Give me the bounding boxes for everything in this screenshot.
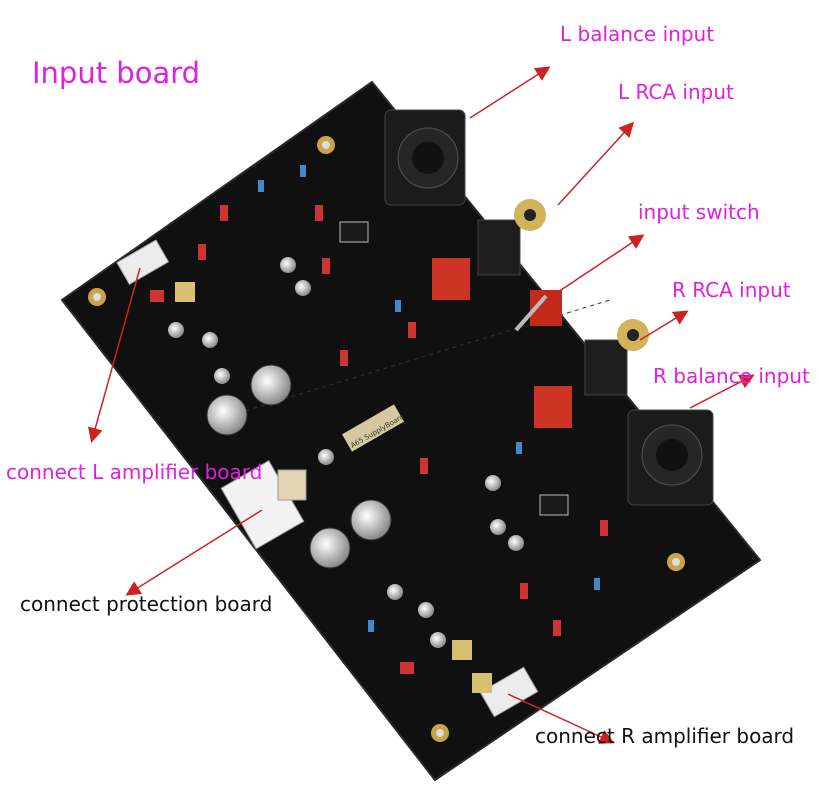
label-r-balance-input: R balance input <box>653 364 810 388</box>
capacitors <box>168 257 524 648</box>
arrow-r-rca <box>639 310 689 341</box>
header-connectors <box>116 239 539 718</box>
arrow-connect-protection <box>125 509 263 596</box>
arrow-l-balance <box>469 66 551 119</box>
label-connect-r-amplifier: connect R amplifier board <box>535 724 795 748</box>
relays <box>432 258 572 428</box>
label-input-switch: input switch <box>638 200 760 224</box>
arrow-connect-l <box>88 267 141 443</box>
page-title: Input board <box>32 56 201 90</box>
label-connect-protection: connect protection board <box>20 592 273 616</box>
annotation-arrows <box>88 66 755 744</box>
label-l-rca-input: L RCA input <box>618 80 734 104</box>
arrow-connect-r <box>507 693 615 744</box>
rca-jack-left <box>477 199 546 276</box>
label-connect-l-amplifier: connect L amplifier board <box>6 460 263 484</box>
input-switch-toggle <box>514 290 562 332</box>
arrow-r-balance <box>689 374 755 409</box>
small-components <box>150 165 608 693</box>
label-r-rca-input: R RCA input <box>672 278 791 302</box>
arrow-l-rca <box>557 121 635 206</box>
xlr-connector-right <box>627 409 714 506</box>
label-l-balance-input: L balance input <box>560 22 715 46</box>
rca-jack-right <box>584 319 649 396</box>
xlr-connector-left <box>384 109 466 206</box>
arrow-input-switch <box>545 234 645 301</box>
mounting-holes <box>88 136 685 742</box>
